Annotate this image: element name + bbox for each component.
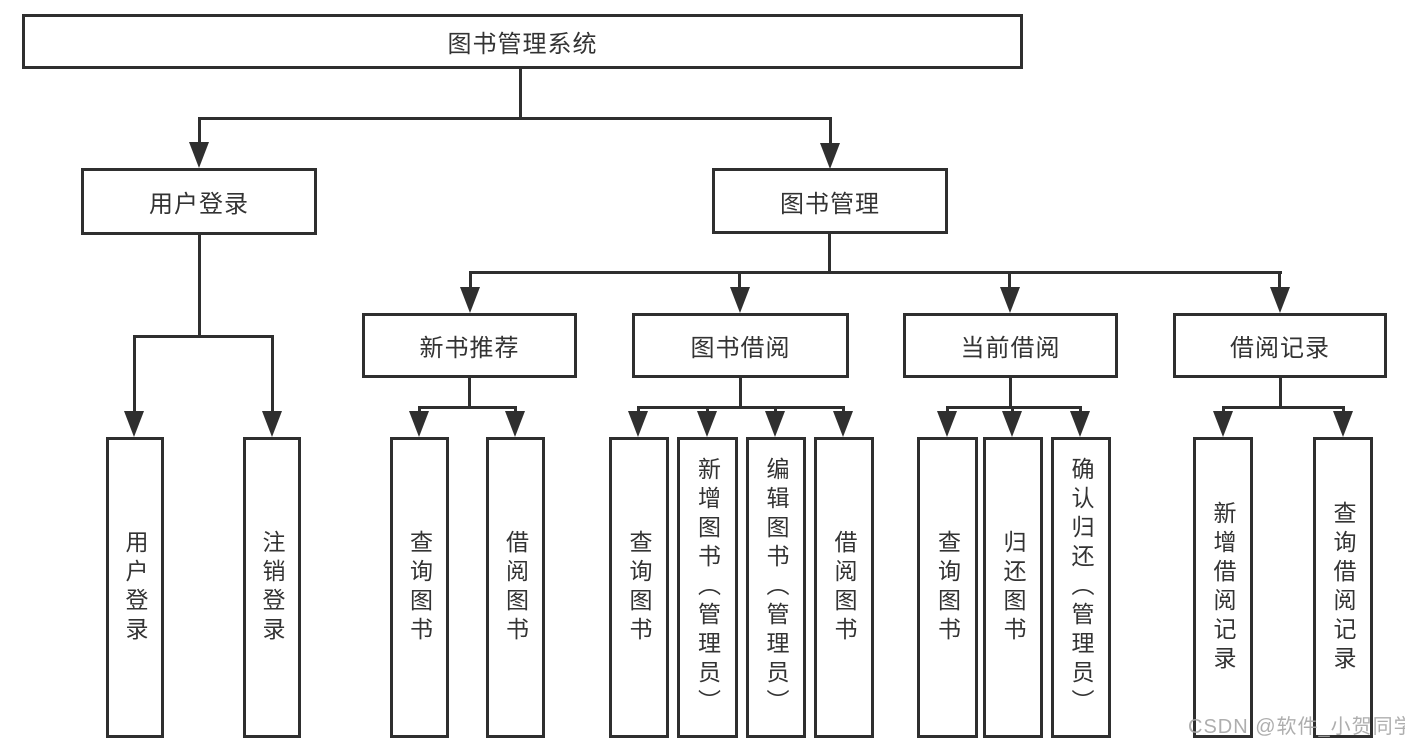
arrowhead-down	[1333, 411, 1353, 437]
arrowhead-down	[1270, 287, 1290, 313]
connector-line	[946, 406, 1082, 409]
arrowhead-down	[730, 287, 750, 313]
arrowhead-down	[820, 143, 840, 169]
connector-line	[829, 117, 832, 146]
node-borrow-records: 借阅记录	[1173, 313, 1387, 378]
node-book-borrow: 图书借阅	[632, 313, 849, 378]
arrowhead-down	[1002, 411, 1022, 437]
arrowhead-down	[460, 287, 480, 313]
connector-line	[468, 377, 471, 409]
arrowhead-down	[833, 411, 853, 437]
arrowhead-down	[765, 411, 785, 437]
connector-line	[469, 271, 472, 291]
arrowhead-down	[124, 411, 144, 437]
leaf-newbooks-borrow-books: 借阅图书	[486, 437, 545, 738]
node-user-login: 用户登录	[81, 168, 317, 235]
leaf-logout: 注销登录	[243, 437, 301, 738]
connector-line	[198, 235, 201, 338]
connector-line	[133, 335, 136, 413]
leaf-currentborrow-return-books: 归还图书	[983, 437, 1043, 738]
arrowhead-down	[1070, 411, 1090, 437]
leaf-bookborrow-edit-books-admin: 编辑图书（管理员）	[746, 437, 806, 738]
leaf-bookborrow-borrow-books: 借阅图书	[814, 437, 874, 738]
connector-line	[1222, 406, 1345, 409]
leaf-user-login: 用户登录	[106, 437, 164, 738]
arrowhead-down	[937, 411, 957, 437]
arrowhead-down	[1000, 287, 1020, 313]
leaf-bookborrow-add-books-admin: 新增图书（管理员）	[677, 437, 738, 738]
arrowhead-down	[189, 142, 209, 168]
connector-line	[1008, 271, 1011, 291]
arrowhead-down	[697, 411, 717, 437]
node-root: 图书管理系统	[22, 14, 1023, 69]
arrowhead-down	[628, 411, 648, 437]
connector-line	[519, 68, 522, 119]
connector-line	[198, 117, 832, 120]
connector-line	[418, 406, 517, 409]
connector-line	[637, 406, 845, 409]
connector-line	[198, 117, 201, 145]
leaf-currentborrow-confirm-return-admin: 确认归还（管理员）	[1051, 437, 1111, 738]
node-new-book-recommend: 新书推荐	[362, 313, 577, 378]
node-current-borrow: 当前借阅	[903, 313, 1118, 378]
csdn-watermark: CSDN @软件_小贺同学	[1188, 716, 1405, 738]
connector-line	[738, 271, 741, 291]
connector-line	[133, 335, 274, 338]
arrowhead-down	[262, 411, 282, 437]
leaf-records-query-record: 查询借阅记录	[1313, 437, 1373, 738]
connector-line	[828, 233, 831, 274]
leaf-records-add-record: 新增借阅记录	[1193, 437, 1253, 738]
arrowhead-down	[505, 411, 525, 437]
connector-line	[469, 271, 1282, 274]
arrowhead-down	[409, 411, 429, 437]
node-book-management: 图书管理	[712, 168, 948, 234]
connector-line	[1279, 377, 1282, 409]
connector-line	[1278, 271, 1281, 291]
arrowhead-down	[1213, 411, 1233, 437]
connector-line	[1009, 377, 1012, 409]
leaf-newbooks-query-books: 查询图书	[390, 437, 449, 738]
connector-line	[271, 335, 274, 413]
leaf-bookborrow-query-books: 查询图书	[609, 437, 669, 738]
connector-line	[739, 377, 742, 409]
leaf-currentborrow-query-books: 查询图书	[917, 437, 978, 738]
